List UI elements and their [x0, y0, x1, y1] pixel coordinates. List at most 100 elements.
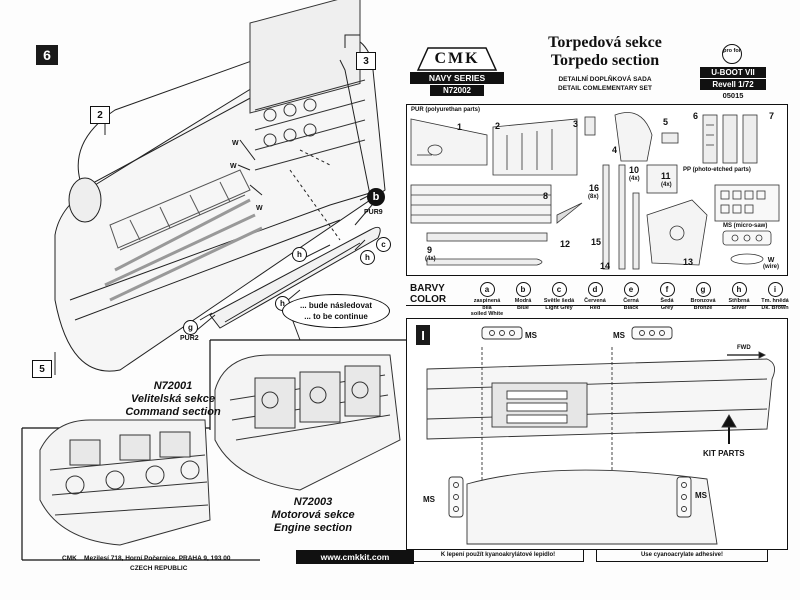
color-name-cz: Tm. hnědá: [761, 298, 789, 304]
color-name-en: Grey: [660, 304, 674, 311]
wire-part-letter: W: [767, 257, 775, 264]
color-name-en: Black: [623, 304, 639, 311]
figure-i-panel: MS MS MS MS FWD KIT PARTS: [406, 318, 788, 550]
kit-parts-label: KIT PARTS: [703, 449, 745, 458]
color-letter-c: c: [551, 282, 567, 297]
color-name-en: Dk. Brown: [761, 304, 789, 311]
part-number-6: 6: [693, 111, 699, 121]
footer-url[interactable]: www.cmkkit.com: [296, 550, 414, 564]
title-cz: Torpedová sekce: [548, 34, 662, 51]
color-name-cz: Černá: [623, 298, 639, 304]
part-letter-c: c: [376, 237, 391, 252]
part-letter-g: g: [183, 320, 198, 335]
color-heading-cz: BARVY: [410, 283, 445, 294]
color-heading-en: COLOR: [410, 294, 447, 305]
footer-country: CZECH REPUBLIC: [130, 565, 188, 572]
color-name-en: Silver: [731, 304, 747, 311]
command-code: N72001: [153, 380, 193, 392]
ms-label-2: MS: [613, 331, 625, 340]
part-number-10: 10: [629, 165, 640, 175]
navy-series-label: NAVY SERIES: [410, 72, 504, 84]
color-name-cz: Stříbrná: [728, 298, 750, 304]
wire-part-sub: (wire): [763, 264, 780, 270]
part-number-7: 7: [769, 111, 775, 121]
color-name-cz: zaspinená bílá: [473, 298, 501, 311]
part-letter-h-2: h: [292, 247, 307, 262]
command-cz: Velitelská sekce: [131, 393, 215, 405]
glue-note-cz: K lepení použít kyanoakrylátové lepidlo!: [412, 549, 584, 562]
part-letter-h-1: h: [360, 250, 375, 265]
parts-line-art: [410, 112, 780, 270]
callout-2: 2: [90, 106, 110, 124]
pp-label: PP (photo-etched parts): [683, 167, 751, 173]
cmk-logo-graphic: [416, 47, 498, 71]
kit-number: 05015: [722, 91, 744, 100]
pur-label: PUR (polyurethan parts): [411, 107, 481, 113]
footer-brand: CMK: [62, 555, 77, 562]
continue-note-en: ... to be continue: [304, 312, 368, 321]
part-qty-9: (4x): [425, 256, 436, 262]
pro-for-badge: pro for: [722, 44, 742, 64]
color-letter-d: d: [587, 282, 603, 297]
engine-cz: Motorová sekce: [271, 509, 355, 521]
part-number-11: 11: [661, 171, 671, 181]
caption-command-section: N72001 Velitelská sekce Command section: [118, 380, 228, 419]
caption-engine-section: N72003 Motorová sekce Engine section: [258, 496, 368, 535]
product-code: N72002: [430, 85, 484, 96]
color-name-en: Light Grey: [545, 304, 573, 311]
title-en: Torpedo section: [550, 52, 660, 69]
step-6-badge: 6: [36, 45, 58, 65]
subtitle-cz: DETAILNÍ DOPLŇKOVÁ SADA: [558, 76, 652, 83]
color-name-cz: Světle šedá: [543, 298, 575, 304]
wire-label-1: W: [232, 140, 239, 147]
continue-note-cz: ... bude následovat: [299, 301, 372, 310]
color-name-en: Blue: [517, 304, 529, 311]
wire-label-2: W: [230, 163, 237, 170]
part-number-5: 5: [663, 117, 669, 127]
color-divider: [406, 305, 786, 306]
color-letter-g: g: [695, 282, 711, 297]
color-letter-a: a: [479, 282, 495, 297]
part-number-1: 1: [457, 122, 463, 132]
color-heading: BARVY COLOR: [410, 283, 446, 305]
figure-i-line-art: [426, 326, 776, 545]
part-number-13: 13: [683, 257, 694, 267]
engine-code: N72003: [293, 496, 333, 508]
part-number-3: 3: [573, 119, 579, 129]
part-number-8: 8: [543, 191, 549, 201]
subtitle-block: DETAILNÍ DOPLŇKOVÁ SADA DETAIL COMLEMENT…: [520, 75, 690, 93]
color-letter-e: e: [623, 282, 639, 297]
part-letter-b: b: [367, 188, 385, 206]
label-pur2: PUR2: [180, 335, 199, 342]
step-i-badge: I: [416, 325, 430, 345]
fwd-label: FWD: [737, 345, 751, 351]
ms-label-4: MS: [695, 491, 707, 500]
color-letter-b: b: [515, 282, 531, 297]
wire-label-3: W: [256, 205, 263, 212]
ms-label-1: MS: [525, 331, 537, 340]
color-letter-f: f: [659, 282, 675, 297]
color-name-en: soiled White: [470, 311, 504, 317]
color-name-cz: Šedá: [660, 298, 674, 304]
label-pur9: PUR9: [364, 209, 383, 216]
glue-note-en: Use cyanoacrylate adhesive!: [596, 549, 768, 562]
callout-5: 5: [32, 360, 52, 378]
part-number-9: 9: [427, 245, 433, 255]
part-qty-10: (4x): [629, 176, 640, 182]
parts-sheet: PUR (polyurethan parts) PP (photo-etched…: [406, 104, 788, 276]
subtitle-en: DETAIL COMLEMENTARY SET: [558, 85, 652, 92]
ms-label-3: MS: [423, 495, 435, 504]
color-name-en: Bronze: [693, 304, 713, 311]
part-number-4: 4: [612, 145, 618, 155]
wire-part-label: W (wire): [763, 257, 779, 271]
part-number-15: 15: [591, 237, 602, 247]
footer-address: Mezilesí 718, Horní Počernice, PRAHA 9, …: [84, 555, 231, 562]
